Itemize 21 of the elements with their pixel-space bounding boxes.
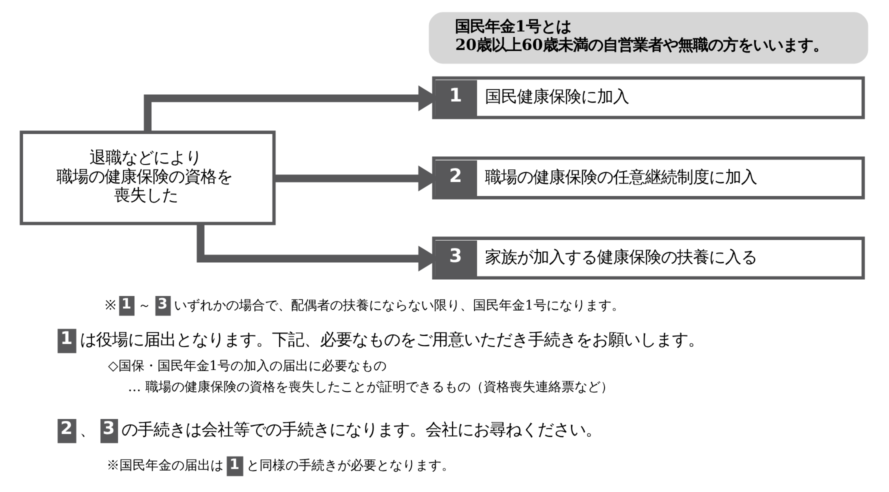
label: 、	[80, 420, 96, 439]
node-box: 国民年金1号とは 20歳以上60歳未満の自営業者や無職の方をいいます。	[428, 12, 868, 64]
label: 3	[102, 419, 115, 440]
label: と同様の手続きが必要となります。	[246, 458, 455, 474]
label: 1	[121, 296, 132, 312]
label: いずれかの場合で、配偶者の扶養にならない限り、国民年金1号になります。	[174, 298, 624, 314]
node-box: 3 家族が加入する健康保険の扶養に入る	[432, 236, 865, 280]
label: ※国民年金の届出は	[106, 458, 224, 474]
label: ◇国保・国民年金1号の加入の届出に必要なもの	[108, 359, 387, 374]
node-box: 退職などにより職場の健康保険の資格を喪失した	[20, 130, 276, 226]
label: ※	[104, 298, 116, 314]
label: 1	[60, 329, 73, 350]
label: … 職場の健康保険の資格を喪失したことが証明できるもの（資格喪失連絡票など）	[128, 380, 614, 396]
label: 2	[60, 419, 73, 440]
label: 1	[230, 456, 240, 473]
label: 3	[158, 296, 168, 312]
label: は役場に届出となります。下記、必要なものをご用意いただき手続きをお願いします。	[80, 330, 704, 349]
node-box: 2 職場の健康保険の任意継続制度に加入	[432, 156, 865, 200]
label: の手続きは会社等での手続きになります。会社にお尋ねください。	[121, 420, 602, 439]
label: ～	[138, 298, 151, 314]
node-box: 1 国民健康保険に加入	[432, 76, 865, 120]
